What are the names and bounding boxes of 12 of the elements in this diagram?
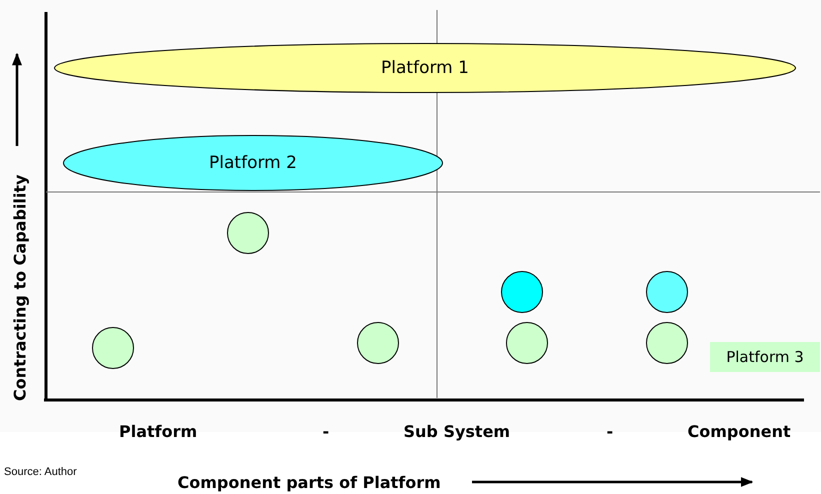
axis-category-label: Platform	[119, 423, 198, 441]
axis-title: Component parts of Platform	[178, 474, 441, 492]
separator-text: -	[606, 423, 614, 441]
axis-category-label: Component	[688, 423, 791, 441]
label-box	[710, 342, 820, 372]
node-label: Platform 1	[381, 58, 469, 78]
axis-category-label: Sub System	[404, 423, 510, 441]
separator-text: -	[322, 423, 330, 441]
node-label: Platform 2	[209, 153, 297, 173]
node-label: Platform 3	[726, 348, 804, 366]
axis-title: Contracting to Capability	[11, 174, 30, 402]
source-note: Source: Author	[4, 466, 77, 478]
